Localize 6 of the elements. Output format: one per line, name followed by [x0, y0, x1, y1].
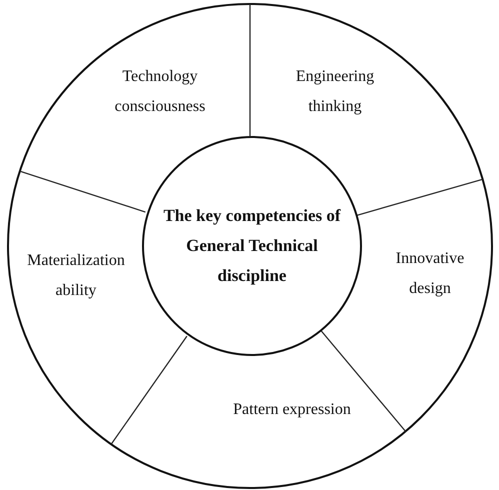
- competency-label: Engineering thinking: [294, 67, 376, 117]
- core-title: The key competencies of General Technical discipline: [162, 205, 342, 287]
- competency-label: Innovative design: [394, 249, 466, 299]
- competency-label: Materialization ability: [26, 251, 126, 301]
- competency-label: Technology consciousness: [114, 67, 206, 117]
- competency-label: Pattern expression: [233, 400, 351, 420]
